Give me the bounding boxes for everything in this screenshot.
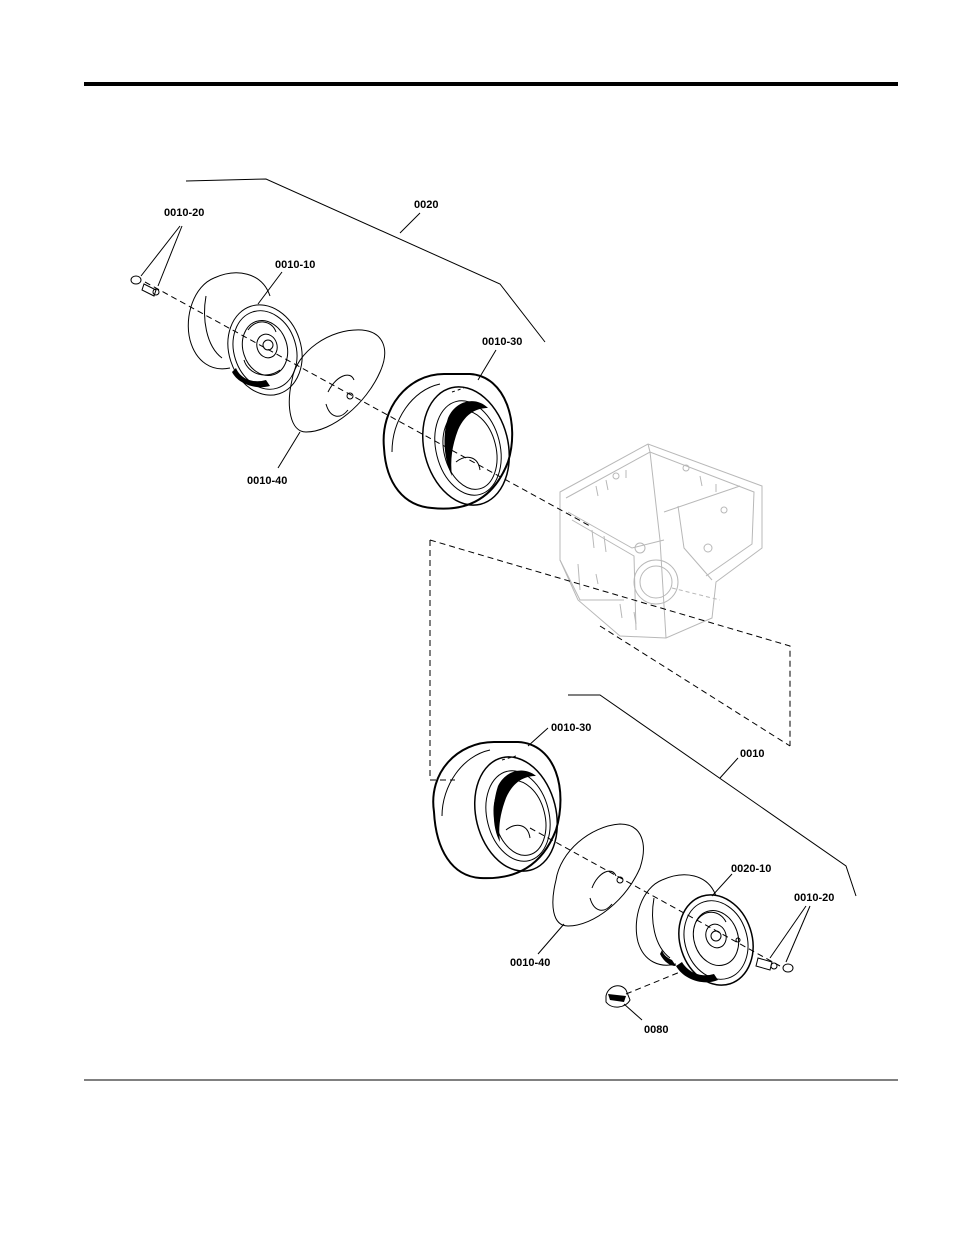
label-0010-30-top: 0010-30 xyxy=(482,336,522,348)
label-0010-30-bottom: 0010-30 xyxy=(551,722,591,734)
label-0020-10: 0020-10 xyxy=(731,863,771,875)
label-0010-10-top: 0010-10 xyxy=(275,259,315,271)
leader-0010-20-a xyxy=(141,226,180,276)
leader-0010-20-b xyxy=(158,226,182,286)
top-axle-line xyxy=(145,282,590,526)
leader-0080 xyxy=(624,1004,642,1020)
pin-dashed-line xyxy=(626,972,680,994)
valve-stem-bottom xyxy=(756,958,793,972)
leader-0010-30-bottom xyxy=(528,728,548,746)
tube-bottom xyxy=(553,824,643,926)
label-0010-40-bottom: 0010-40 xyxy=(510,957,550,969)
label-0010-20-bottom: 0010-20 xyxy=(794,892,834,904)
leader-0010-30-top xyxy=(478,350,496,380)
valve-stem-top xyxy=(131,276,159,296)
label-0010-20-top: 0010-20 xyxy=(164,207,204,219)
assembly-bracket-0020 xyxy=(186,179,545,342)
top-wheel-assembly: 0010-20 0010-10 0020 0010-30 0010-40 xyxy=(131,179,590,526)
leader-0010-20-bottom-b xyxy=(786,906,810,962)
tire-top xyxy=(384,374,522,514)
chassis-frame xyxy=(560,444,762,638)
label-0080: 0080 xyxy=(644,1024,668,1036)
hairpin-cotter-pin xyxy=(606,986,630,1007)
label-0010-40-top: 0010-40 xyxy=(247,475,287,487)
top-rule xyxy=(84,82,898,86)
leader-0010 xyxy=(720,758,738,778)
leader-0010-40-top xyxy=(278,432,300,468)
leader-0010-40-bottom xyxy=(538,924,564,954)
leader-0010-10 xyxy=(258,272,282,304)
label-0010: 0010 xyxy=(740,748,764,760)
leader-0020 xyxy=(400,213,420,233)
bottom-axle-line xyxy=(530,828,780,966)
rim-top xyxy=(188,273,313,405)
label-0020: 0020 xyxy=(414,199,438,211)
rim-bottom xyxy=(636,875,764,995)
bottom-wheel-assembly: 0010-30 0010 0020-10 0010-20 0010-40 008… xyxy=(433,695,856,1036)
assembly-bracket-0010 xyxy=(568,695,856,896)
leader-0020-10 xyxy=(712,874,732,896)
leader-0010-20-bottom-a xyxy=(770,906,806,958)
tire-bottom xyxy=(433,742,569,880)
connection-dashed-box xyxy=(430,540,790,780)
tube-top xyxy=(289,330,384,432)
